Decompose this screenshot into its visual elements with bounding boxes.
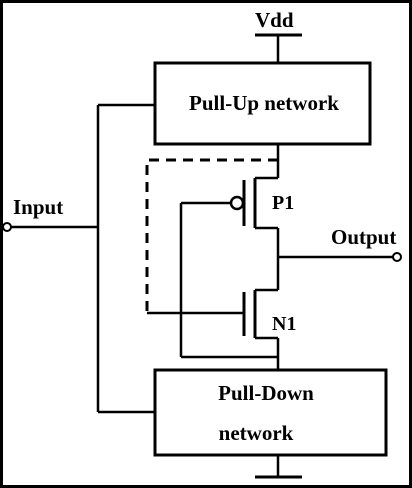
output-label: Output <box>331 225 396 249</box>
pull-up-label: Pull-Up network <box>189 91 339 115</box>
output-terminal <box>392 252 402 262</box>
output-wiring: Output <box>278 225 402 262</box>
input-label: Input <box>13 195 63 219</box>
vdd-supply: Vdd <box>255 8 302 63</box>
pull-down-label-line1: Pull-Down <box>218 381 314 405</box>
input-wiring: Input <box>2 103 155 414</box>
pull-up-network: Pull-Up network <box>153 61 372 146</box>
drain-chain <box>255 144 280 370</box>
ground-symbol <box>255 455 302 479</box>
nmos-transistor-n1: N1 <box>147 290 296 338</box>
p1-label: P1 <box>272 192 294 214</box>
pull-down-network: Pull-Down network <box>153 368 388 457</box>
vdd-label: Vdd <box>255 8 294 32</box>
n1-label: N1 <box>272 313 296 335</box>
pmos-gate-bubble <box>229 195 245 211</box>
input-terminal <box>2 222 12 232</box>
pull-down-label-line2: network <box>219 421 294 445</box>
dashed-connection <box>145 158 278 313</box>
feedback-wire <box>179 203 278 359</box>
pmos-transistor-p1: P1 <box>181 178 294 228</box>
